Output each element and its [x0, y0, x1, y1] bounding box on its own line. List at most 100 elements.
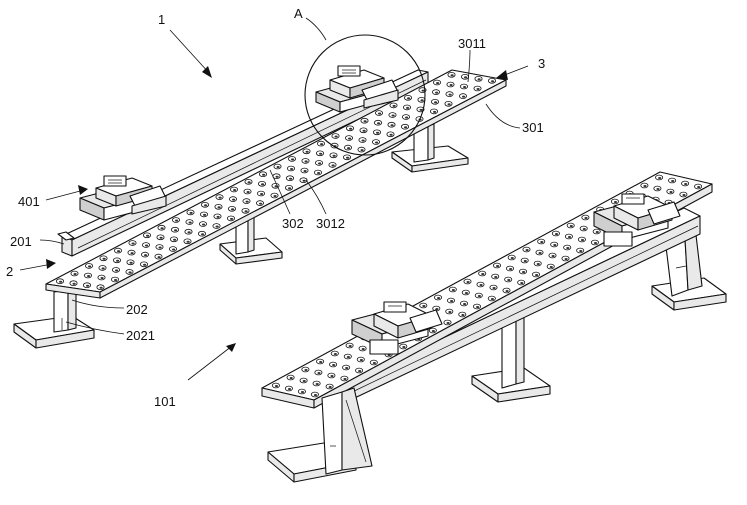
upper-plate-hole-bore: [405, 116, 409, 119]
lower-slider-far: [593, 193, 681, 247]
upper-near-support: [13, 287, 95, 349]
lower-slider-near: [351, 301, 443, 355]
lower-plate-hole-bore: [584, 217, 588, 219]
lower-plate-hole-bore: [535, 274, 539, 276]
lower-plate-hole-bore: [595, 231, 599, 233]
upper-plate-hole-bore: [390, 124, 394, 127]
label-301: 301: [522, 120, 544, 135]
upper-plate-hole-bore: [233, 189, 237, 191]
lower-plate-hole-bore: [582, 228, 586, 230]
lower-plate-hole-bore: [302, 380, 306, 382]
lower-plate-hole-bore: [372, 362, 376, 364]
label-2021: 2021: [126, 328, 155, 343]
lower-plate-hole-bore: [643, 185, 647, 187]
lower-plate-hole-bore: [525, 249, 529, 251]
upper-plate-hole-bore: [435, 91, 439, 94]
labels: 1 A 3011 3 301 401 302 3012 201 2 202 20…: [6, 6, 545, 409]
lower-plate-hole-bore: [569, 225, 573, 227]
lower-plate-hole-bore: [567, 236, 572, 238]
lower-plate-hole-bore: [682, 194, 686, 196]
lower-plate-hole-bore: [300, 391, 305, 393]
upper-slider-far: [315, 65, 399, 113]
lower-plate-hole-bore: [496, 265, 500, 267]
upper-plate-hole-bore: [231, 208, 235, 211]
upper-plate-hole-bore: [332, 154, 336, 157]
lower-plate-hole-bore: [510, 257, 514, 259]
upper-plate-hole-bore: [407, 97, 411, 100]
label-101: 101: [154, 394, 176, 409]
label-3011: 3011: [458, 36, 486, 51]
upper-plate-hole-bore: [247, 181, 251, 184]
upper-plate-hole-bore: [404, 126, 408, 129]
upper-plate-hole-bore: [360, 149, 364, 152]
upper-plate-hole-bore: [420, 99, 424, 102]
upper-plate-hole-bore: [348, 137, 352, 140]
upper-plate-hole-bore: [260, 193, 264, 195]
lower-plate-hole-bore: [466, 281, 470, 283]
lower-plate-hole-bore: [359, 359, 363, 361]
upper-plate-hole-bore: [172, 248, 176, 251]
upper-plate-hole-bore: [273, 195, 277, 197]
upper-plate-hole-bore: [291, 158, 295, 161]
upper-plate-hole-bore: [202, 223, 206, 226]
upper-plate-hole-bore: [436, 82, 440, 84]
upper-plate-hole-bore: [346, 156, 350, 159]
upper-plate-hole-bore: [203, 213, 207, 216]
lower-plate-hole-bore: [289, 377, 293, 379]
lower-plate-hole-bore: [507, 279, 511, 281]
upper-plate-hole-bore: [144, 254, 148, 257]
lower-plate-hole-bore: [553, 244, 557, 246]
upper-plate-hole-bore: [215, 225, 219, 228]
upper-plate-hole-bore: [114, 279, 118, 281]
upper-plate-hole-bore: [302, 179, 306, 182]
upper-plate-hole-bore: [145, 244, 149, 247]
arrow-2: [46, 259, 56, 269]
lower-plate-hole-bore: [697, 186, 701, 188]
label-202: 202: [126, 302, 148, 317]
upper-plate-hole-bore: [276, 166, 280, 168]
label-401: 401: [18, 194, 40, 209]
label-302: 302: [282, 216, 304, 231]
upper-plate-hole-bore: [447, 103, 451, 106]
upper-plate-hole-bore: [449, 84, 453, 86]
lower-plate-hole-bore: [358, 370, 362, 372]
upper-plate-hole-bore: [288, 187, 292, 190]
lower-plate-hole-bore: [274, 385, 279, 387]
upper-plate-hole-bore: [361, 139, 365, 142]
upper-plate-hole-bore: [216, 215, 220, 218]
upper-plate-hole-bore: [347, 147, 351, 150]
label-2: 2: [6, 264, 13, 279]
lower-plate-hole-bore: [332, 364, 336, 366]
upper-plate-hole-bore: [318, 162, 322, 165]
lower-plate-hole-bore: [536, 263, 540, 265]
upper-plate-hole-bore: [334, 135, 338, 138]
upper-plate-hole-bore: [246, 191, 250, 193]
lower-plate-hole-bore: [520, 282, 524, 284]
upper-plate-hole-bore: [128, 271, 132, 274]
upper-plate-hole-bore: [375, 141, 379, 144]
lower-plate-hole-bore: [549, 266, 553, 268]
arrow-3: [496, 70, 508, 80]
upper-plate-hole-bore: [462, 95, 466, 98]
upper-plate-hole-bore: [464, 76, 468, 79]
lower-plate-hole-bore: [451, 289, 455, 291]
upper-plate-hole-bore: [146, 234, 150, 237]
lower-plate-hole-bore: [481, 273, 485, 275]
upper-plate-hole-bore: [289, 177, 293, 180]
upper-plate-hole-bore: [86, 284, 90, 287]
lower-plate-hole-bore: [437, 297, 441, 299]
lower-plate-hole-bore: [551, 255, 555, 257]
label-1: 1: [158, 12, 165, 27]
upper-plate-hole-bore: [391, 114, 395, 117]
lower-plate-hole-bore: [448, 311, 452, 313]
lower-plate-hole-bore: [422, 305, 426, 307]
upper-plate-hole-bore: [88, 265, 92, 268]
upper-plate-hole-bore: [186, 240, 190, 243]
upper-plate-hole-bore: [349, 127, 353, 130]
lower-plate-hole-bore: [494, 276, 498, 278]
lower-plate-hole-bore: [671, 180, 675, 182]
upper-plate-hole-bore: [72, 282, 76, 285]
arrow-1: [202, 66, 212, 78]
lower-plate-hole-bore: [522, 271, 526, 273]
lower-plate-hole-bore: [477, 295, 481, 297]
